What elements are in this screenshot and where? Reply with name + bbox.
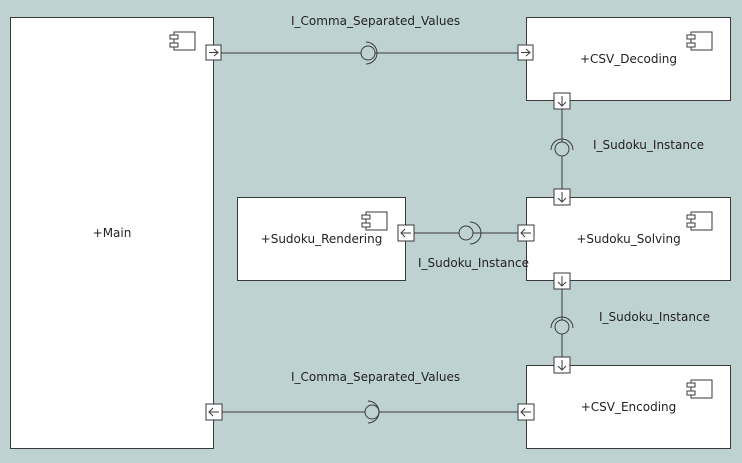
interface-lollipop-solving-to-encoding: [550, 316, 574, 335]
component-csv-encoding[interactable]: +CSV_Encoding: [526, 365, 731, 449]
component-icon: [169, 31, 196, 51]
interface-lollipop-encoding-to-main: [364, 400, 380, 424]
component-main-name: +Main: [92, 226, 132, 240]
component-sudoku-rendering-name: +Sudoku_Rendering: [260, 232, 383, 246]
component-main[interactable]: +Main: [10, 17, 214, 449]
component-csv-encoding-name: +CSV_Encoding: [580, 400, 677, 414]
component-icon: [686, 211, 713, 231]
interface-label-encoding-to-main: I_Comma_Separated_Values: [291, 370, 461, 384]
component-sudoku-solving[interactable]: +Sudoku_Solving: [526, 197, 731, 281]
interface-label-decoding-to-solving: I_Sudoku_Instance: [593, 138, 704, 152]
component-csv-decoding[interactable]: +CSV_Decoding: [526, 17, 731, 101]
interface-lollipop-decoding-to-solving: [550, 138, 574, 157]
interface-lollipop-main-to-decoding: [360, 41, 378, 65]
component-sudoku-solving-name: +Sudoku_Solving: [576, 232, 681, 246]
component-csv-decoding-name: +CSV_Decoding: [580, 52, 677, 66]
component-icon: [686, 31, 713, 51]
component-sudoku-rendering[interactable]: +Sudoku_Rendering: [237, 197, 406, 281]
interface-label-solving-to-encoding: I_Sudoku_Instance: [599, 310, 710, 324]
component-icon: [686, 379, 713, 399]
interface-label-main-to-decoding: I_Comma_Separated_Values: [291, 14, 461, 28]
interface-label-solving-to-rendering: I_Sudoku_Instance: [418, 256, 529, 270]
component-icon: [361, 211, 388, 231]
interface-lollipop-solving-to-rendering: [458, 221, 482, 245]
